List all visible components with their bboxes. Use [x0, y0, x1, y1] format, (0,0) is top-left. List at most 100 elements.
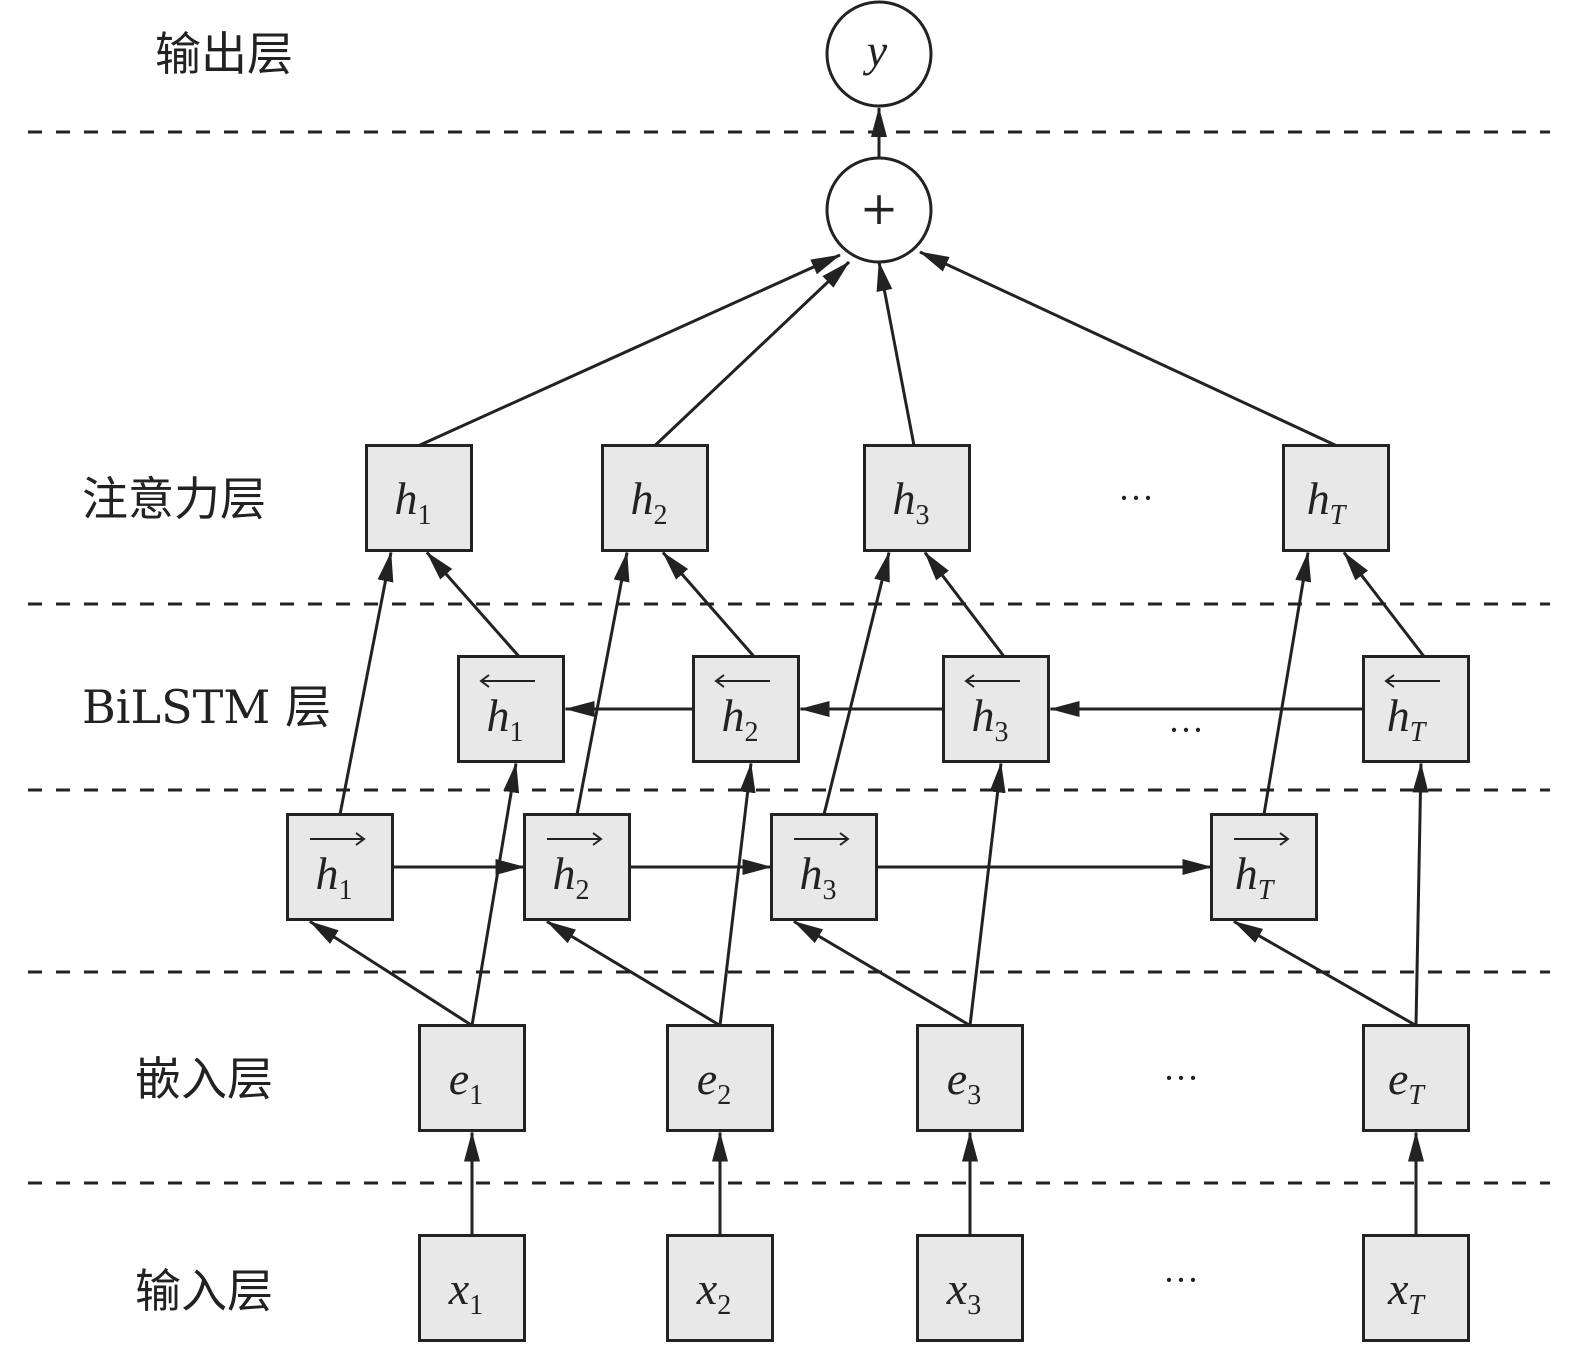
- node-subscript: 2: [576, 875, 590, 906]
- edge-backward-to-attention: [923, 551, 1006, 658]
- node-symbol: x: [696, 1263, 718, 1314]
- svg-text:hT: hT: [1307, 473, 1348, 531]
- layer-label-output: 输出层: [155, 27, 293, 81]
- node-box: [286, 813, 394, 921]
- node-subscript: 1: [469, 1290, 483, 1321]
- right-arrow-icon: [592, 832, 603, 846]
- node-box: [692, 655, 800, 763]
- node-box: [1362, 655, 1470, 763]
- right-arrow-icon: [1279, 832, 1290, 846]
- svg-text:h1: h1: [487, 690, 524, 748]
- forward-node: h1: [286, 813, 394, 921]
- node-subscript: T: [1408, 1290, 1426, 1321]
- backward-node: hT: [1362, 655, 1470, 763]
- embedding-node: e2: [666, 1024, 774, 1132]
- node-symbol: e: [449, 1053, 469, 1104]
- node-subscript: T: [1408, 1080, 1426, 1111]
- edge-embedding-to-forward: [1233, 920, 1417, 1027]
- output-node: y: [825, 0, 933, 108]
- backward-node: h2: [692, 655, 800, 763]
- ellipsis-embedding: ···: [1163, 1058, 1199, 1098]
- svg-text:h3: h3: [800, 848, 837, 906]
- node-subscript: T: [1258, 875, 1276, 906]
- node-box: [1210, 813, 1318, 921]
- edge-attention-to-sum: [418, 253, 841, 447]
- node-symbol: h: [893, 473, 916, 524]
- node-symbol: h: [553, 848, 576, 899]
- node-subscript: T: [1410, 717, 1428, 748]
- attention-node: h3: [863, 444, 971, 552]
- svg-text:x3: x3: [946, 1263, 981, 1321]
- attention-node: h2: [601, 444, 709, 552]
- edge-backward-to-attention: [425, 551, 521, 658]
- plus-symbol: +: [860, 181, 899, 235]
- forward-node: hT: [1210, 813, 1318, 921]
- node-box: [666, 1024, 774, 1132]
- node-subscript: 1: [469, 1080, 483, 1111]
- node-box: [457, 655, 565, 763]
- layer-label-embedding: 嵌入层: [135, 1052, 273, 1106]
- node-symbol: h: [487, 690, 510, 741]
- left-arrow-icon: [714, 674, 725, 688]
- edge-forward-to-attention: [575, 551, 630, 815]
- node-symbol: h: [631, 473, 654, 524]
- forward-node: h3: [770, 813, 878, 921]
- node-box: [365, 444, 473, 552]
- node-box: [916, 1024, 1024, 1132]
- svg-text:h2: h2: [631, 473, 668, 531]
- edge-embedding-to-backward: [1412, 762, 1429, 1026]
- svg-text:xT: xT: [1387, 1263, 1426, 1321]
- left-arrow-icon: [1384, 674, 1395, 688]
- edges: [309, 107, 1429, 1236]
- node-symbol: h: [972, 690, 995, 741]
- forward-node: h2: [523, 813, 631, 921]
- layer-label-attention: 注意力层: [82, 472, 266, 526]
- svg-text:hT: hT: [1235, 848, 1276, 906]
- node-subscript: T: [1330, 500, 1348, 531]
- svg-text:h3: h3: [893, 473, 930, 531]
- attention-node: h1: [365, 444, 473, 552]
- node-box: [666, 1234, 774, 1342]
- node-subscript: 3: [823, 875, 837, 906]
- node-subscript: 2: [717, 1080, 731, 1111]
- output-symbol: y: [863, 25, 888, 76]
- edge-forward-to-attention: [1262, 551, 1312, 815]
- edge-attention-to-sum: [653, 260, 851, 447]
- edge-embedding-to-backward: [470, 762, 520, 1026]
- node-box: [1362, 1234, 1470, 1342]
- node-subscript: 1: [510, 717, 524, 748]
- node-subscript: 3: [967, 1290, 981, 1321]
- node-box: [770, 813, 878, 921]
- backward-node: h3: [942, 655, 1050, 763]
- edge-embedding-to-backward: [968, 762, 1006, 1026]
- node-subscript: 1: [339, 875, 353, 906]
- ellipsis-bilstm: ···: [1168, 710, 1204, 750]
- edge-embedding-to-forward: [793, 920, 971, 1027]
- embedding-node: eT: [1362, 1024, 1470, 1132]
- backward-node: h1: [457, 655, 565, 763]
- node-symbol: h: [1387, 690, 1410, 741]
- node-subscript: 3: [967, 1080, 981, 1111]
- node-symbol: e: [697, 1053, 717, 1104]
- node-symbol: e: [947, 1053, 967, 1104]
- svg-text:eT: eT: [1388, 1053, 1426, 1111]
- attention-node: hT: [1282, 444, 1390, 552]
- svg-text:h2: h2: [722, 690, 759, 748]
- edge-embedding-to-backward: [718, 762, 756, 1026]
- node-subscript: 1: [418, 500, 432, 531]
- svg-text:x1: x1: [448, 1263, 483, 1321]
- edge-embedding-to-forward: [546, 920, 721, 1027]
- node-box: [1282, 444, 1390, 552]
- node-box: [1362, 1024, 1470, 1132]
- node-symbol: x: [1387, 1263, 1409, 1314]
- input-node: x3: [916, 1234, 1024, 1342]
- svg-text:h1: h1: [316, 848, 353, 906]
- node-symbol: x: [946, 1263, 968, 1314]
- embedding-node: e3: [916, 1024, 1024, 1132]
- input-node: xT: [1362, 1234, 1470, 1342]
- input-node: x2: [666, 1234, 774, 1342]
- layer-label-bilstm: BiLSTM 层: [82, 680, 331, 734]
- node-symbol: h: [1307, 473, 1330, 524]
- node-box: [942, 655, 1050, 763]
- output-circle: [825, 0, 933, 108]
